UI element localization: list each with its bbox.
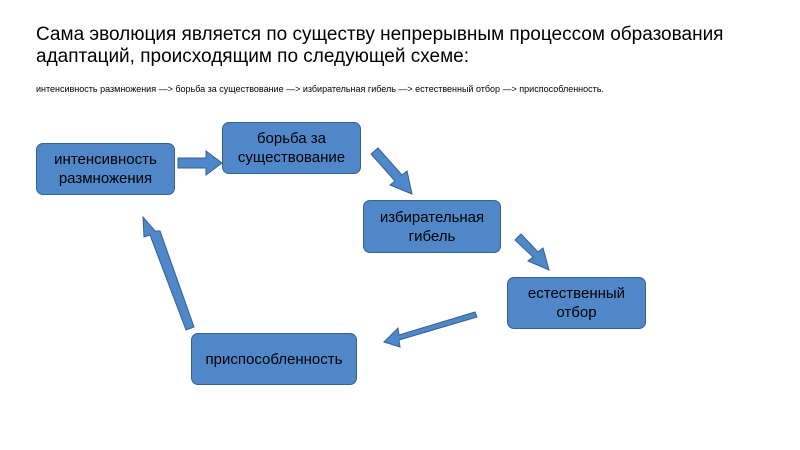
node-fitness: приспособленность: [191, 333, 357, 385]
node-struggle-for-existence: борьба за существование: [222, 122, 361, 174]
node-struggle-for-existence-label: борьба за существование: [237, 130, 346, 166]
arrow-n1-to-n2: [177, 150, 223, 176]
node-fitness-label: приспособленность: [205, 350, 343, 368]
slide-subtitle: интенсивность размножения —> борьба за с…: [36, 84, 604, 94]
node-reproduction-intensity-label: интенсивность размножения: [54, 151, 157, 187]
node-selective-death-label: избирательная гибель: [379, 208, 485, 245]
node-natural-selection: естественный отбор: [507, 277, 646, 329]
node-natural-selection-label: естественный отбор: [527, 285, 626, 321]
node-selective-death: избирательная гибель: [363, 200, 501, 253]
arrow-n2-to-n3: [370, 147, 413, 195]
arrow-n5-to-n1: [142, 215, 195, 331]
node-reproduction-intensity: интенсивность размножения: [36, 143, 175, 195]
slide-title: Сама эволюция является по существу непре…: [36, 24, 724, 67]
arrow-n4-to-n5: [383, 311, 478, 348]
arrow-n3-to-n4: [514, 233, 550, 271]
